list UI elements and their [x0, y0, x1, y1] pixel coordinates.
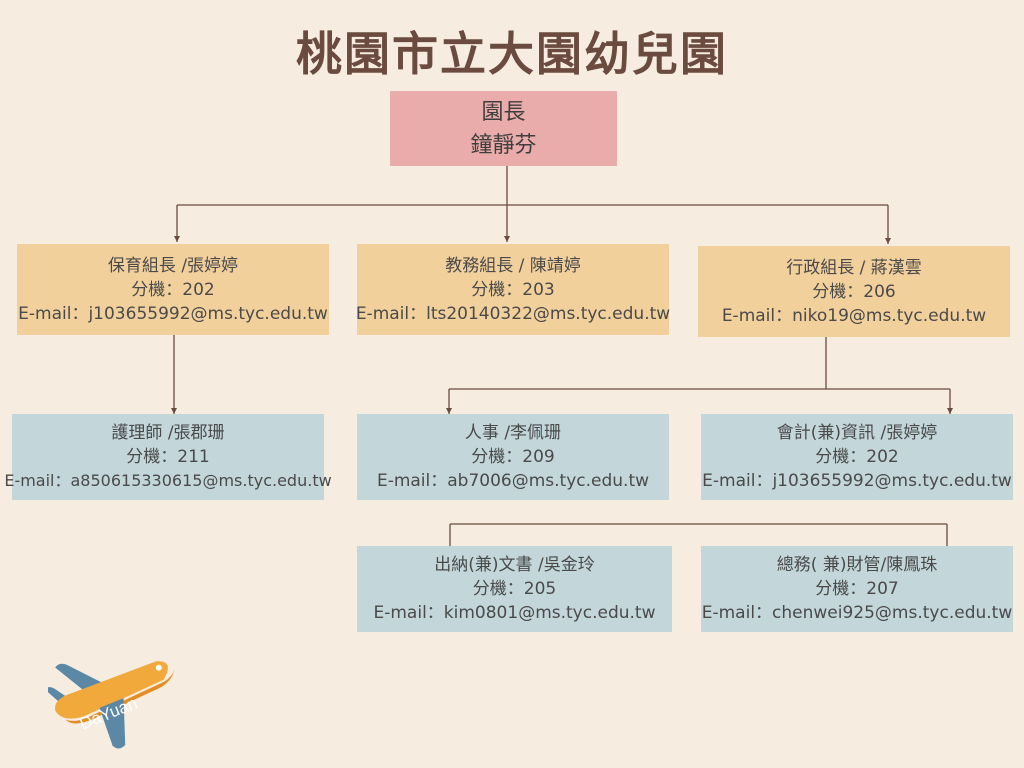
manager-box-care: 保育組長 /張婷婷 分機：202 E-mail：j103655992@ms.ty… [17, 244, 329, 335]
staff-ext: 分機：207 [815, 579, 899, 599]
staff-email: E-mail：kim0801@ms.tyc.edu.tw [373, 603, 656, 623]
staff-box-general-affairs: 總務( 兼)財管/陳鳳珠 分機：207 E-mail：chenwei925@ms… [701, 546, 1013, 632]
manager-title: 行政組長 / 蔣漢雲 [786, 257, 922, 278]
manager-email: E-mail：lts20140322@ms.tyc.edu.tw [355, 303, 671, 324]
staff-title: 會計(兼)資訊 /張婷婷 [776, 423, 938, 443]
staff-ext: 分機：205 [472, 579, 557, 599]
staff-title: 出納(兼)文書 /吳金玲 [434, 555, 595, 575]
manager-box-academic: 教務組長 / 陳靖婷 分機：203 E-mail：lts20140322@ms.… [355, 244, 671, 335]
page-title: 桃園市立大園幼兒園 [296, 27, 728, 81]
manager-email: E-mail：j103655992@ms.tyc.edu.tw [18, 303, 328, 324]
staff-box-cashier: 出納(兼)文書 /吳金玲 分機：205 E-mail：kim0801@ms.ty… [357, 546, 672, 632]
director-name: 鐘靜芬 [470, 132, 537, 158]
manager-box-admin: 行政組長 / 蔣漢雲 分機：206 E-mail：niko19@ms.tyc.e… [698, 246, 1010, 337]
staff-email: E-mail：a850615330615@ms.tyc.edu.tw [4, 471, 332, 490]
staff-title: 護理師 /張郡珊 [111, 423, 225, 443]
staff-email: E-mail：ab7006@ms.tyc.edu.tw [376, 471, 650, 491]
staff-box-nurse: 護理師 /張郡珊 分機：211 E-mail：a850615330615@ms.… [4, 414, 332, 500]
staff-ext: 分機：202 [815, 447, 899, 467]
manager-title: 教務組長 / 陳靖婷 [445, 255, 581, 276]
staff-title: 總務( 兼)財管/陳鳳珠 [776, 555, 938, 575]
staff-box-accounting: 會計(兼)資訊 /張婷婷 分機：202 E-mail：j103655992@ms… [701, 414, 1013, 500]
staff-ext: 分機：211 [126, 447, 210, 467]
manager-ext: 分機：202 [131, 279, 215, 300]
staff-email: E-mail：chenwei925@ms.tyc.edu.tw [701, 603, 1013, 623]
manager-ext: 分機：203 [471, 279, 555, 300]
staff-email: E-mail：j103655992@ms.tyc.edu.tw [702, 471, 1012, 491]
manager-ext: 分機：206 [812, 281, 896, 302]
director-box: 園長 鐘靜芬 [390, 91, 617, 166]
manager-title: 保育組長 /張婷婷 [107, 255, 239, 276]
staff-ext: 分機：209 [471, 447, 555, 467]
staff-title: 人事 /李佩珊 [464, 423, 562, 443]
manager-email: E-mail：niko19@ms.tyc.edu.tw [721, 305, 987, 326]
airplane-logo-icon: DaYuan [48, 661, 175, 749]
director-role: 園長 [481, 99, 526, 125]
staff-box-personnel: 人事 /李佩珊 分機：209 E-mail：ab7006@ms.tyc.edu.… [357, 414, 669, 500]
